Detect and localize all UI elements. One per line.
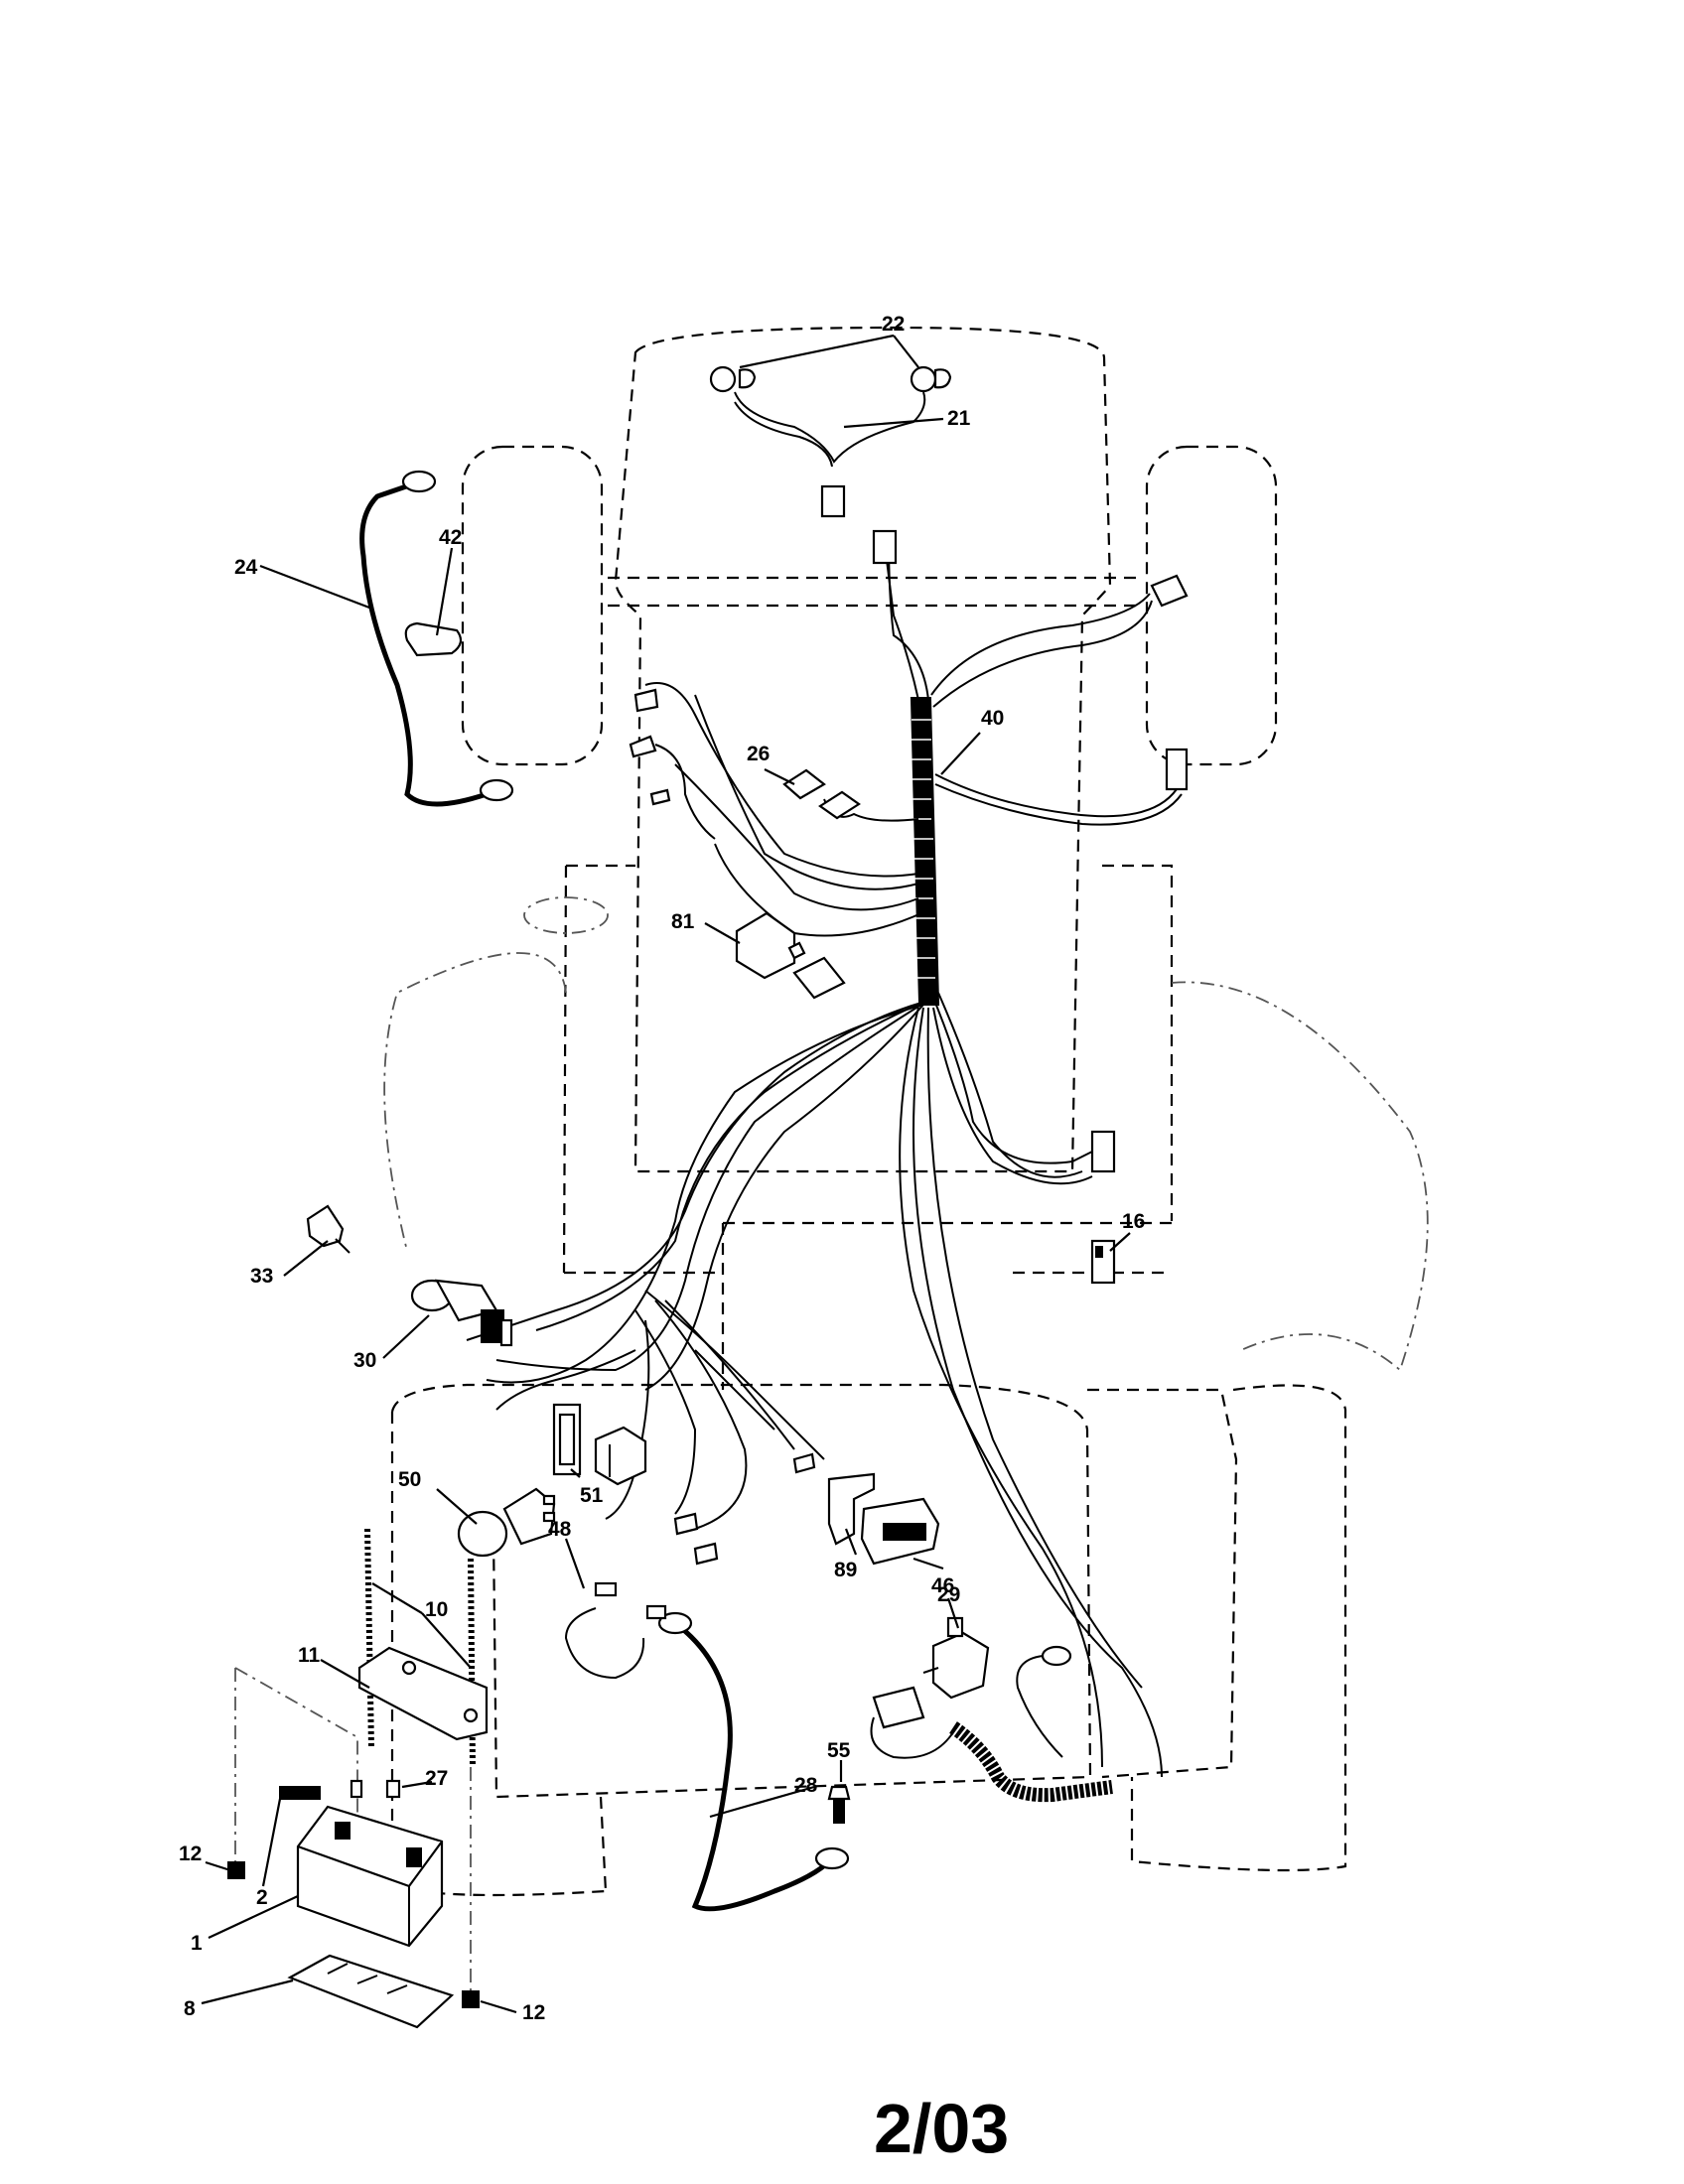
battery-tray xyxy=(287,1954,455,2029)
callout-26: 26 xyxy=(747,743,770,765)
battery-assembly xyxy=(227,1528,489,2029)
callout-50: 50 xyxy=(398,1468,421,1491)
callout-89: 89 xyxy=(834,1559,857,1581)
callout-48: 48 xyxy=(548,1518,572,1541)
connector-26 xyxy=(782,768,861,820)
callout-2: 2 xyxy=(256,1886,268,1909)
headlight-harness-21 xyxy=(734,391,926,518)
headlight-bulb-right xyxy=(910,365,952,393)
cage-nut-right xyxy=(462,1990,480,2008)
positive-cable-28 xyxy=(657,1611,850,1912)
hold-down-bracket xyxy=(357,1646,489,1741)
callout-12-upper: 12 xyxy=(179,1843,202,1865)
ignition-switch-30 xyxy=(410,1279,513,1347)
cable-clip-42 xyxy=(404,621,463,657)
callout-1: 1 xyxy=(191,1932,203,1955)
callout-21: 21 xyxy=(947,407,971,430)
connector-16 xyxy=(1090,1130,1116,1285)
key-33 xyxy=(306,1204,351,1254)
relay-81 xyxy=(735,911,806,980)
callout-10: 10 xyxy=(425,1598,448,1621)
terminal-bolt xyxy=(279,1786,321,1800)
callout-22: 22 xyxy=(882,313,905,336)
fuse-holder-51 xyxy=(552,1403,647,1486)
tractor-outline xyxy=(383,326,1429,1897)
hold-down-rod-left xyxy=(364,1528,374,1748)
solenoid-29 xyxy=(922,1616,990,1700)
date-code: 2/03 xyxy=(874,2090,1009,2167)
callout-46: 46 xyxy=(931,1574,954,1597)
callout-8: 8 xyxy=(184,1997,196,2020)
callout-11: 11 xyxy=(298,1644,321,1667)
callout-29: 29 xyxy=(937,1583,960,1606)
callout-51: 51 xyxy=(580,1484,604,1507)
starter-cable xyxy=(870,1645,1113,1803)
callout-81: 81 xyxy=(671,910,695,933)
callout-42: 42 xyxy=(439,526,462,549)
callout-12-lower: 12 xyxy=(522,2001,545,2024)
callout-27: 27 xyxy=(425,1767,448,1790)
seat-switch-connector xyxy=(1150,574,1189,608)
headlight-bulb-left xyxy=(709,365,757,393)
callout-16: 16 xyxy=(1122,1210,1145,1233)
terminal-nut xyxy=(385,1779,401,1799)
pto-knob-50 xyxy=(457,1487,556,1558)
right-side-connector xyxy=(1165,748,1189,791)
battery xyxy=(296,1805,444,1948)
wiring-harness-40 xyxy=(466,535,1183,1778)
callout-55: 55 xyxy=(827,1739,851,1762)
left-terminal-lugs xyxy=(629,688,716,840)
callouts: 22 21 24 42 40 26 81 16 33 30 50 51 48 8… xyxy=(179,313,1145,2024)
top-connector xyxy=(872,529,898,565)
ground-cable-24 xyxy=(359,470,514,807)
bolt-55 xyxy=(827,1785,851,1824)
misc-terminals xyxy=(673,1452,816,1566)
cage-nut-left xyxy=(227,1861,245,1879)
mounting-bracket-89 xyxy=(827,1472,876,1546)
hour-meter-46 xyxy=(860,1497,940,1566)
light-bulb-48 xyxy=(564,1581,667,1680)
callout-33: 33 xyxy=(250,1265,273,1288)
leader-lines xyxy=(201,334,1131,2014)
relay-socket xyxy=(792,956,846,1000)
callout-30: 30 xyxy=(353,1349,376,1372)
callout-28: 28 xyxy=(794,1774,818,1797)
callout-40: 40 xyxy=(981,707,1004,730)
callout-24: 24 xyxy=(234,556,258,579)
